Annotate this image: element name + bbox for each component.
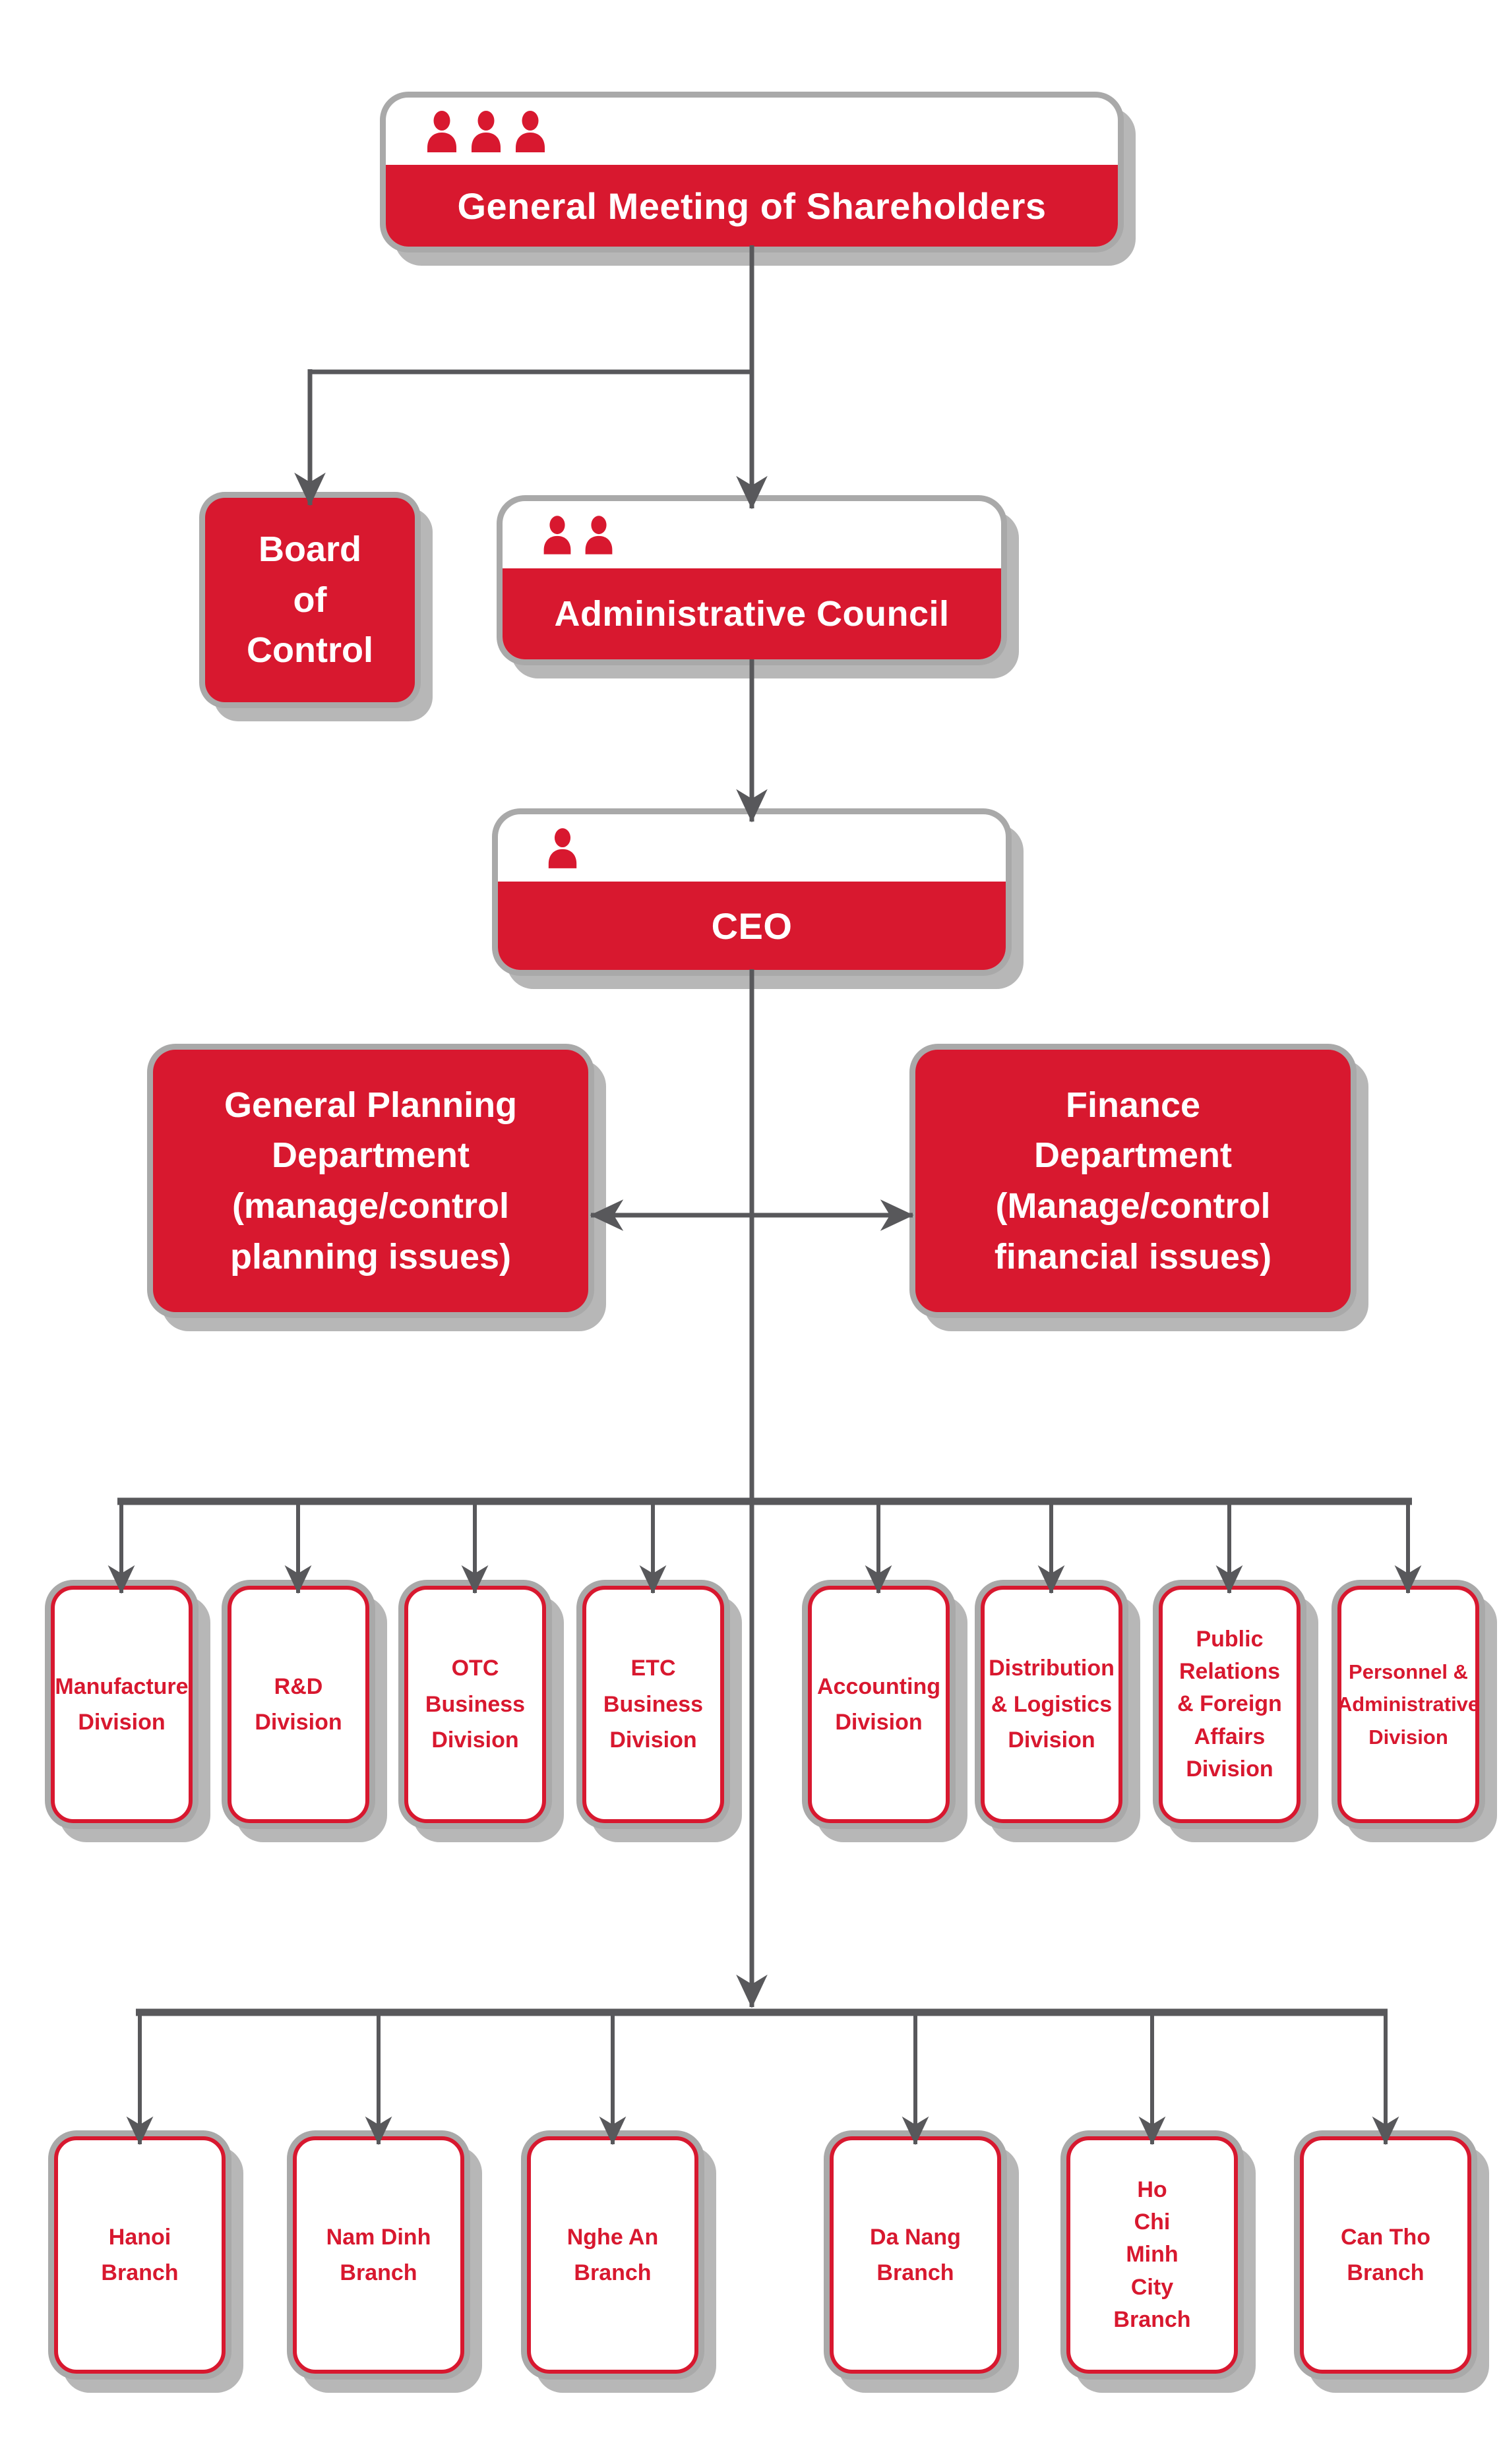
- node-label-line: (manage/control: [231, 1186, 510, 1226]
- node-label-line: R&D: [274, 1673, 323, 1699]
- node-label-line: Nghe An: [567, 2224, 659, 2250]
- node-label-line: Branch: [1347, 2260, 1424, 2285]
- node-label-line: & Logistics: [991, 1691, 1113, 1717]
- node-division-accounting: Accounting Division: [808, 1586, 950, 1823]
- node-label-line: City: [1130, 2274, 1174, 2300]
- person-icon: [516, 111, 545, 152]
- node-label-line: General Planning: [224, 1085, 518, 1125]
- people-group-x2-icon: [503, 501, 1001, 568]
- node-branch-ho-chi-minh-city: Ho Chi Minh City Branch: [1066, 2136, 1238, 2374]
- node-label-line: Division: [1186, 1756, 1273, 1782]
- node-label-line: Division: [255, 1710, 342, 1735]
- node-label: Administrative Council: [503, 568, 1001, 659]
- node-division-manufacture: Manufacture Division: [51, 1586, 193, 1823]
- node-label-line: financial issues): [994, 1236, 1272, 1277]
- node-label-line: & Foreign: [1177, 1691, 1282, 1717]
- node-label-line: Nam Dinh: [326, 2224, 431, 2250]
- node-label-line: Department: [271, 1135, 470, 1176]
- node-branch-nghe-an: Nghe An Branch: [527, 2136, 698, 2374]
- node-division-rnd: R&D Division: [228, 1586, 369, 1823]
- node-label-line: Administrative: [1337, 1693, 1480, 1716]
- node-label-line: Affairs: [1194, 1724, 1266, 1749]
- node-branch-da-nang: Da Nang Branch: [830, 2136, 1001, 2374]
- node-label-line: planning issues): [230, 1236, 512, 1277]
- node-label-line: Distribution: [989, 1656, 1115, 1681]
- node-label-line: (Manage/control: [995, 1186, 1271, 1226]
- node-label-line: Can Tho: [1341, 2224, 1430, 2250]
- node-branch-nam-dinh: Nam Dinh Branch: [293, 2136, 464, 2374]
- node-label-line: Branch: [1113, 2306, 1191, 2332]
- node-label-line: Division: [609, 1728, 697, 1753]
- node-label-line: Minh: [1126, 2242, 1179, 2268]
- node-label-line: Board: [258, 529, 361, 569]
- node-label-line: Manufacture: [55, 1673, 189, 1699]
- node-label-line: Relations: [1179, 1659, 1281, 1685]
- node-division-personnel-administrative: Personnel & Administrative Division: [1337, 1586, 1479, 1823]
- node-label-line: Da Nang: [870, 2224, 961, 2250]
- node-general-planning-department: General Planning Department (manage/cont…: [153, 1050, 588, 1312]
- person-icon: [548, 828, 577, 868]
- person-icon: [585, 516, 613, 555]
- node-label-line: OTC: [451, 1656, 499, 1681]
- node-label-line: Business: [603, 1691, 704, 1717]
- node-label-line: Business: [425, 1691, 526, 1717]
- node-finance-department: Finance Department (Manage/control finan…: [915, 1050, 1351, 1312]
- node-label-line: Department: [1033, 1135, 1233, 1176]
- person-icon: [543, 516, 571, 555]
- node-label-line: of: [293, 580, 327, 620]
- node-label: General Meeting of Shareholders: [386, 165, 1118, 247]
- node-label: CEO: [498, 882, 1006, 970]
- node-label-line: Branch: [340, 2260, 417, 2285]
- node-label-line: Chi: [1134, 2209, 1171, 2235]
- node-branch-hanoi: Hanoi Branch: [54, 2136, 226, 2374]
- node-board-of-control: Board of Control: [205, 498, 415, 702]
- node-label-line: Hanoi: [108, 2224, 171, 2250]
- node-label-line: Accounting: [817, 1673, 940, 1699]
- node-label-line: Division: [1368, 1725, 1448, 1749]
- node-label-line: Personnel &: [1349, 1660, 1468, 1683]
- node-division-etc-business: ETC Business Division: [582, 1586, 724, 1823]
- node-label-line: Branch: [876, 2260, 954, 2285]
- node-label-line: Division: [78, 1710, 166, 1735]
- node-label-line: Public: [1196, 1626, 1264, 1652]
- node-label-line: ETC: [630, 1656, 676, 1681]
- person-icon-head: [498, 814, 1006, 882]
- node-label-line: Ho: [1137, 2177, 1167, 2202]
- node-general-meeting-of-shareholders: General Meeting of Shareholders: [386, 98, 1118, 247]
- node-division-distribution-logistics: Distribution & Logistics Division: [981, 1586, 1122, 1823]
- node-label-line: Division: [431, 1728, 519, 1753]
- node-division-public-relations-foreign-affairs: Public Relations & Foreign Affairs Divis…: [1159, 1586, 1301, 1823]
- node-label-line: Branch: [574, 2260, 652, 2285]
- node-administrative-council: Administrative Council: [503, 501, 1001, 659]
- people-group-x3-icon: [386, 98, 1118, 165]
- node-label-line: Division: [1008, 1728, 1095, 1753]
- person-icon: [472, 111, 501, 152]
- node-branch-can-tho: Can Tho Branch: [1300, 2136, 1471, 2374]
- node-label-line: Division: [835, 1710, 923, 1735]
- person-icon: [427, 111, 456, 152]
- node-label-line: Finance: [1065, 1085, 1201, 1125]
- node-division-otc-business: OTC Business Division: [404, 1586, 546, 1823]
- node-ceo: CEO: [498, 814, 1006, 970]
- node-label-line: Branch: [101, 2260, 179, 2285]
- node-label-line: Control: [247, 630, 373, 671]
